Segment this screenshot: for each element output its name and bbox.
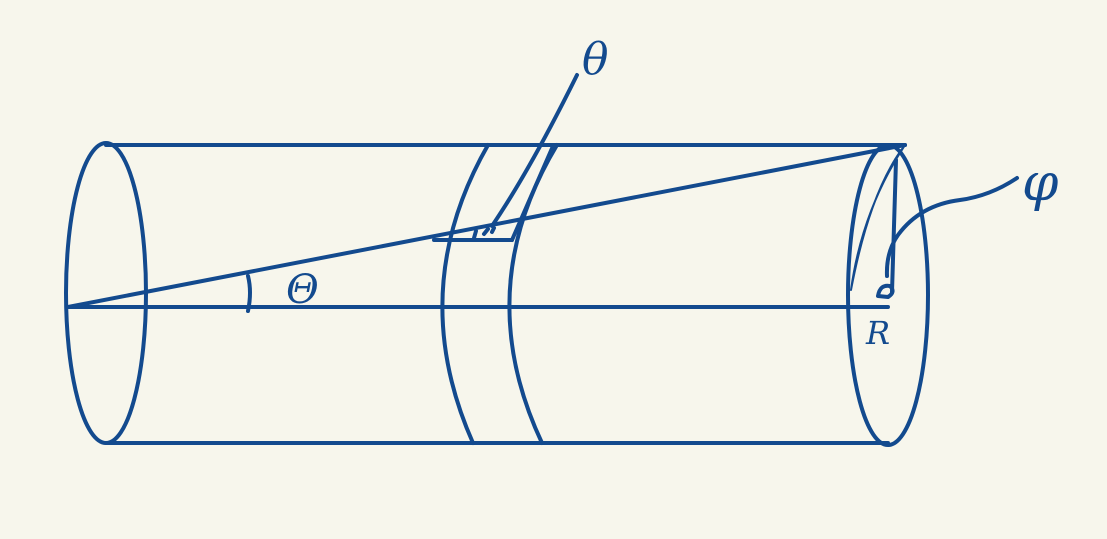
- ring-left-arc: [440, 143, 490, 445]
- ring-element-angle-mark: [472, 226, 496, 240]
- diagonal-line: [66, 143, 907, 309]
- theta-apex-label: Θ: [286, 267, 319, 313]
- shaded-sliver: [850, 144, 906, 291]
- radius-angle-mark: [876, 283, 895, 299]
- apex-angle-arc: [246, 274, 252, 313]
- ring-element-side: [510, 144, 555, 242]
- phi-leader-line: [884, 176, 1019, 278]
- theta-top-label: θ: [582, 34, 609, 85]
- theta-leader-line: [490, 73, 579, 228]
- radius-label: R: [865, 314, 890, 352]
- phi-label: φ: [1022, 153, 1059, 213]
- radius-line: [890, 158, 898, 294]
